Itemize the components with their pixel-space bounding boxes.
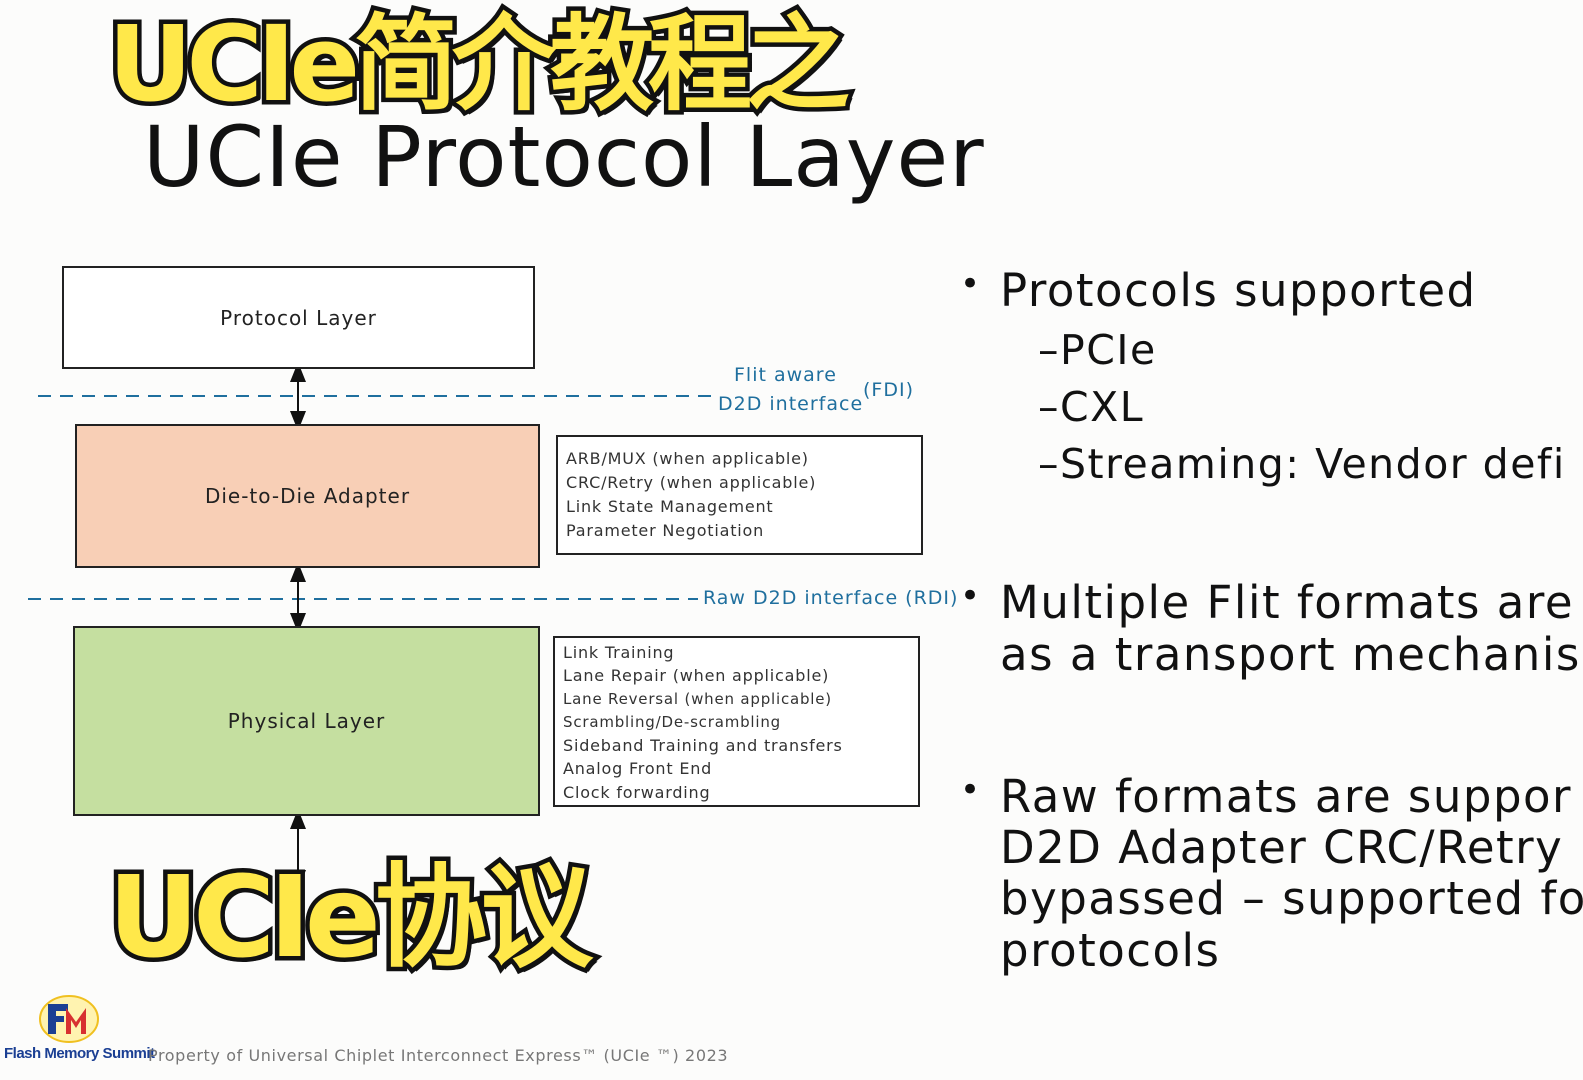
phy-function-item: Lane Reversal (when applicable)	[563, 689, 832, 708]
d2d-adapter-label: Die-to-Die Adapter	[204, 484, 411, 508]
bullet-text: protocols	[1000, 924, 1221, 977]
phy-function-item: Link Training	[563, 643, 675, 662]
fms-logo-icon	[38, 994, 100, 1048]
sub-bullet-streaming: –Streaming: Vendor defi	[1038, 440, 1566, 488]
protocol-layer-box: Protocol Layer	[62, 266, 535, 369]
sub-bullet-pcie: –PCIe	[1038, 326, 1157, 374]
bullet-text: Multiple Flit formats are	[1000, 576, 1575, 629]
phy-function-item: Analog Front End	[563, 759, 713, 779]
d2d-function-item: Link State Management	[566, 497, 774, 516]
overlay-top-title: UCIe简介教程之	[103, 3, 854, 125]
sub-bullet-cxl: –CXL	[1038, 383, 1145, 431]
phy-function-list: Link Training Lane Repair (when applicab…	[553, 636, 920, 807]
bullet-text: Raw formats are suppor	[1000, 770, 1573, 823]
physical-layer-box: Physical Layer	[73, 626, 540, 816]
rdi-label: Raw D2D interface (RDI)	[703, 587, 959, 609]
phy-function-item: Scrambling/De-scrambling	[563, 712, 781, 731]
d2d-function-list: ARB/MUX (when applicable) CRC/Retry (whe…	[556, 435, 923, 555]
bullet-text: D2D Adapter CRC/Retry	[1000, 821, 1564, 874]
protocol-layer-label: Protocol Layer	[220, 305, 377, 330]
overlay-bottom-title: UCIe协议	[104, 853, 598, 983]
bullet-text: bypassed – supported fo	[1000, 872, 1583, 925]
d2d-function-item: CRC/Retry (when applicable)	[566, 473, 817, 492]
footer-copyright: Property of Universal Chiplet Interconne…	[148, 1046, 729, 1065]
bullet-dot-icon: •	[960, 576, 982, 616]
bullet-dot-icon: •	[960, 264, 982, 304]
d2d-adapter-box: Die-to-Die Adapter	[75, 424, 540, 568]
fdi-abbreviation: (FDI)	[863, 379, 914, 401]
fdi-label-line1: Flit aware	[734, 364, 837, 386]
slide-title: UCIe Protocol Layer	[143, 108, 985, 206]
fdi-label-line2: D2D interface	[718, 393, 864, 415]
phy-function-item: Clock forwarding	[563, 782, 711, 802]
phy-function-item: Sideband Training and transfers	[563, 736, 843, 756]
d2d-function-item: ARB/MUX (when applicable)	[566, 449, 809, 468]
bullet-text: as a transport mechanis	[1000, 628, 1581, 681]
physical-layer-label: Physical Layer	[227, 709, 386, 733]
fms-logo-text: Flash Memory Summit	[4, 1045, 155, 1062]
bullet-text: Protocols supported	[1000, 264, 1477, 317]
d2d-function-item: Parameter Negotiation	[566, 521, 765, 540]
bullet-dot-icon: •	[960, 770, 982, 810]
phy-function-item: Lane Repair (when applicable)	[563, 666, 830, 686]
